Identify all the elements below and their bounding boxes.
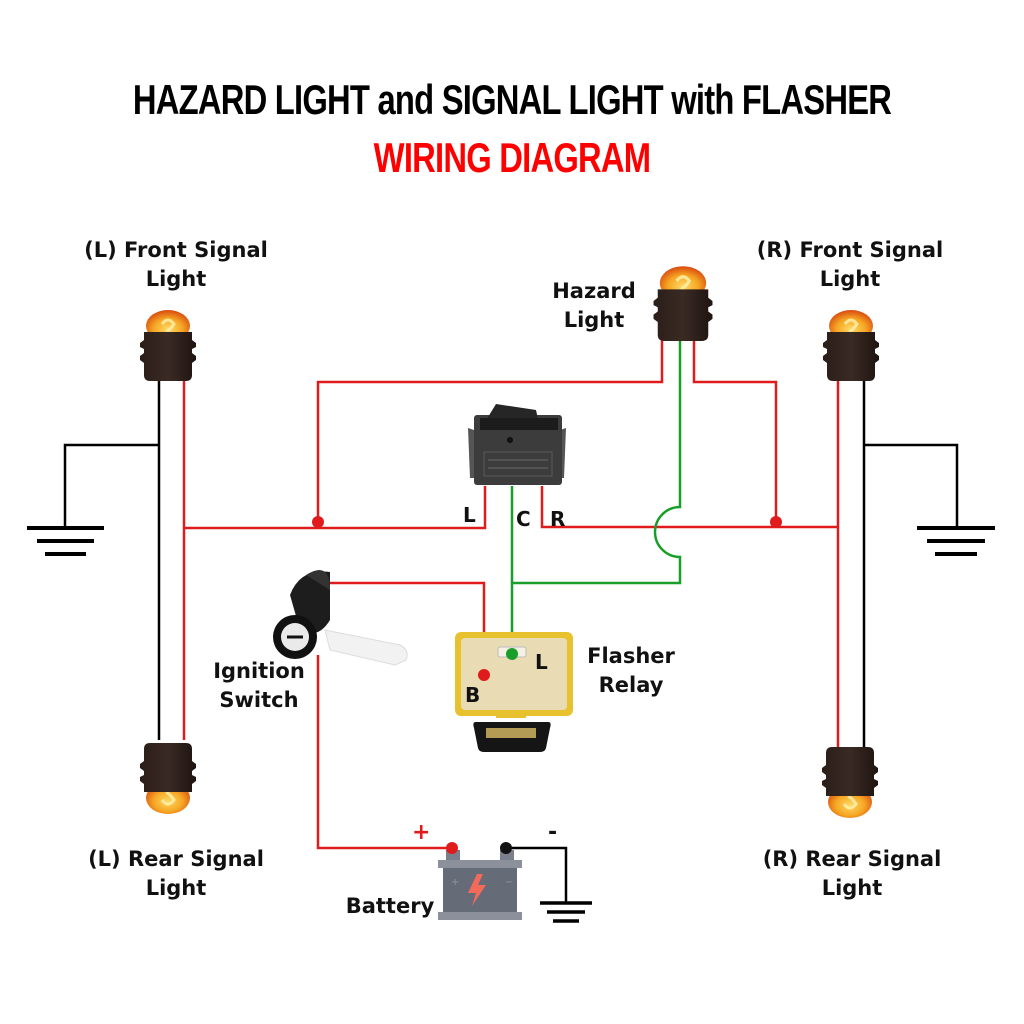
label-line: Light [145, 267, 207, 291]
wire-battery-ignition [316, 655, 452, 850]
ground-symbol-battery [540, 901, 592, 923]
label-line: Flasher [587, 644, 675, 668]
right-front-signal-label: (R) Front Signal Light [734, 236, 966, 294]
wire-left-bus [184, 486, 487, 530]
label-line: (R) Front Signal [756, 238, 944, 262]
svg-text:−: − [505, 877, 513, 888]
flasher-relay-icon [455, 632, 573, 752]
battery-label: Battery [345, 894, 435, 918]
junction-left [312, 516, 324, 528]
switch-pin-l: L [463, 503, 476, 527]
label-line: Hazard [552, 279, 636, 303]
right-rear-signal-lamp [820, 745, 880, 820]
label-line: Relay [598, 673, 664, 697]
wire-right-bus [540, 486, 838, 529]
ground-symbol-right [917, 526, 995, 556]
junction-right [770, 516, 782, 528]
label-line: (L) Rear Signal [88, 847, 264, 871]
battery-negative-terminal [500, 842, 512, 854]
flasher-terminal-l [506, 648, 518, 660]
label-line: Ignition [213, 659, 305, 683]
flasher-pin-l: L [535, 650, 548, 674]
label-line: Light [145, 876, 207, 900]
diagram-title: HAZARD LIGHT and SIGNAL LIGHT with FLASH… [132, 76, 892, 123]
flasher-pin-b: B [465, 683, 481, 707]
flasher-terminal-b [478, 669, 490, 681]
wire-hazard-right [692, 335, 778, 521]
label-line: Light [819, 267, 881, 291]
battery-positive-sign: + [412, 820, 431, 845]
ignition-switch-icon [273, 570, 408, 666]
left-rear-signal-lamp [138, 741, 198, 816]
right-rear-signal-label: (R) Rear Signal Light [736, 845, 968, 903]
left-front-signal-label: (L) Front Signal Light [60, 236, 292, 294]
battery-positive-terminal [446, 842, 458, 854]
right-front-signal-lamp [821, 308, 881, 383]
diagram-subtitle: WIRING DIAGRAM [373, 134, 651, 181]
battery-icon: + − [438, 850, 522, 920]
wire-right-ground-branch [864, 443, 959, 528]
label-line: (R) Rear Signal [762, 847, 942, 871]
svg-text:+: + [451, 877, 459, 888]
label-line: Light [821, 876, 883, 900]
switch-pin-r: R [550, 507, 566, 531]
left-rear-signal-label: (L) Rear Signal Light [60, 845, 292, 903]
hazard-lamp [651, 264, 715, 342]
wire-left-ground-branch [63, 443, 159, 528]
hazard-light-label: Hazard Light [540, 277, 648, 335]
flasher-relay-label: Flasher Relay [576, 642, 686, 700]
battery-negative-sign: - [548, 820, 558, 845]
label-line: Switch [219, 688, 299, 712]
switch-pin-c: C [516, 507, 531, 531]
hazard-rocker-switch [468, 404, 566, 485]
wire-battery-ground [506, 846, 568, 902]
ignition-switch-label: Ignition Switch [196, 657, 322, 715]
wire-hazard-signal [510, 335, 682, 654]
left-front-signal-lamp [138, 308, 198, 383]
ground-symbol-left [27, 526, 104, 556]
label-line: (L) Front Signal [84, 238, 268, 262]
wire-hazard-left [316, 335, 664, 528]
label-line: Light [563, 308, 625, 332]
